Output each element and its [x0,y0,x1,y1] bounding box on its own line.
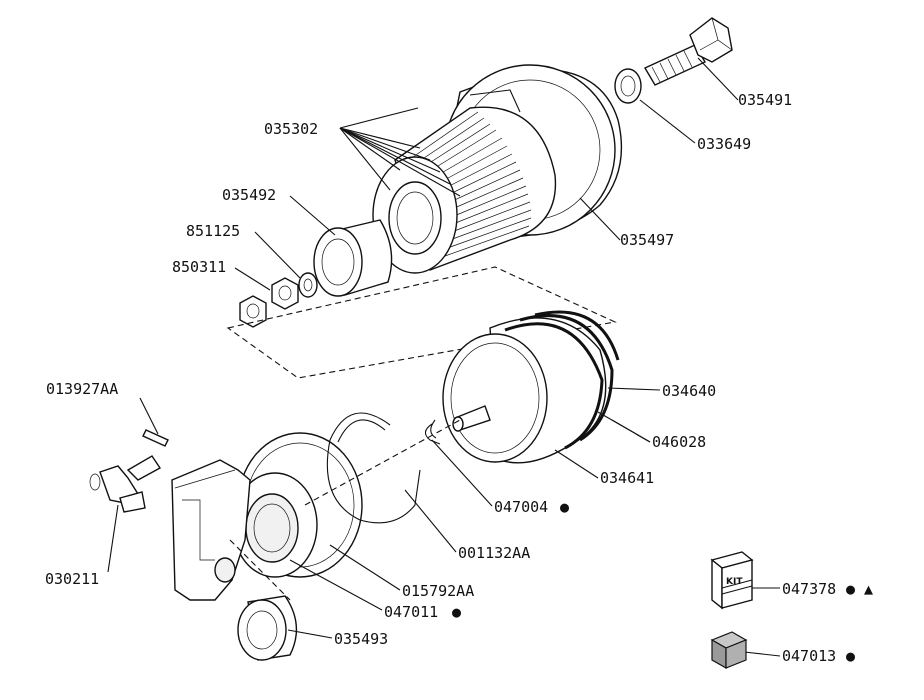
label-047011-symbol: ● [452,603,461,621]
label-013927AA: 013927AA [46,380,118,398]
label-001132AA: 001132AA [458,544,530,562]
pin-013927AA [142,429,169,447]
finned-drum-035302 [372,106,557,274]
label-047378-symbol: ● ▲ [846,580,873,598]
fork-bracket [171,459,251,601]
fitting-030211 [89,455,162,513]
label-851125: 851125 [186,222,240,240]
label-047004: 047004 [494,498,548,516]
label-034641: 034641 [600,469,654,487]
label-015792AA: 015792AA [402,582,474,600]
label-034640: 034640 [662,382,716,400]
grey-cube-icon [710,631,748,670]
bolt-035491 [644,17,733,86]
leader-lines [107,57,781,657]
kit-label: KIT [726,577,743,587]
label-035302: 035302 [264,120,318,138]
washer-033649 [614,68,642,104]
label-047013-symbol: ● [846,647,855,665]
label-047011: 047011 [384,603,438,621]
label-046028: 046028 [652,433,706,451]
label-850311: 850311 [172,258,226,276]
bushing-035492 [313,219,393,297]
retainer-015792AA [232,432,363,578]
label-033649: 033649 [697,135,751,153]
label-047378: 047378 [782,580,836,598]
label-047004-symbol: ● [560,498,569,516]
snap-ring-047004 [424,419,441,445]
label-035492: 035492 [222,186,276,204]
kit-box-icon: KIT [710,551,754,610]
label-047013: 047013 [782,647,836,665]
nuts-850311 [239,277,299,328]
label-035497: 035497 [620,231,674,249]
label-030211: 030211 [45,570,99,588]
piston-034640 [442,310,620,464]
washer-851125 [298,272,318,298]
kit-bracket [226,266,617,379]
bushing-035493 [237,595,298,661]
label-035493: 035493 [334,630,388,648]
label-035491: 035491 [738,91,792,109]
